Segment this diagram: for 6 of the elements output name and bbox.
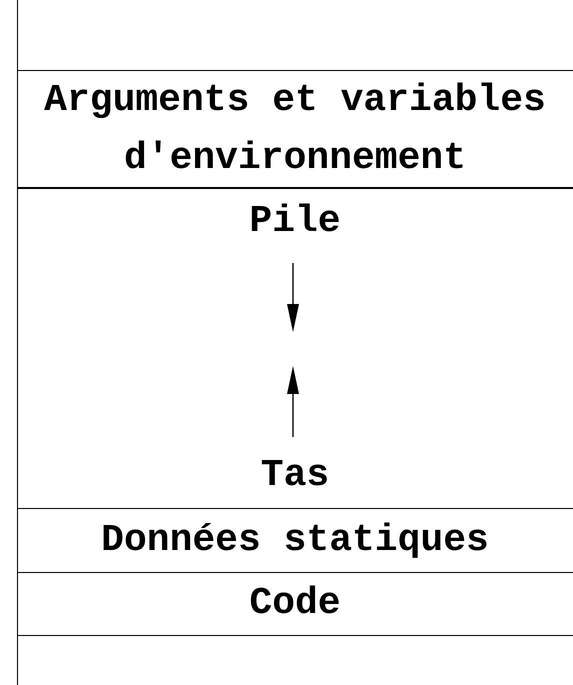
segment-label: Pile	[249, 199, 341, 245]
segment-label: Données statiques	[101, 518, 489, 564]
segment-label: Code	[249, 581, 341, 627]
segment-label: Arguments et variables d'environnement	[43, 78, 547, 182]
memory-segment	[17, 70, 573, 188]
segment-label: Tas	[260, 453, 330, 499]
